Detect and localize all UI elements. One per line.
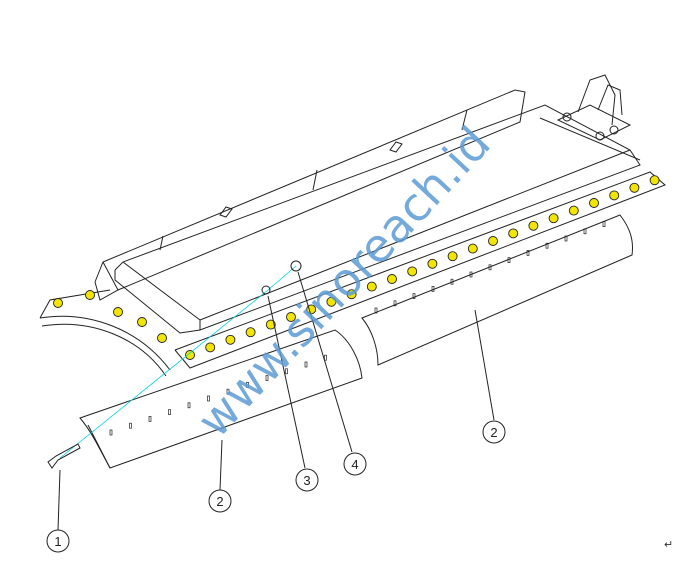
slot-mark	[168, 409, 171, 415]
svg-text:2: 2	[490, 425, 497, 440]
slot-mark	[488, 264, 492, 271]
bolt-icon	[427, 258, 438, 269]
bolt-icon	[488, 236, 498, 246]
slot-mark	[207, 395, 210, 402]
bolt-icon	[326, 296, 337, 307]
slot-mark	[109, 429, 113, 436]
bolt-icon	[185, 350, 195, 360]
bolt-icon	[205, 342, 216, 353]
slot-icon	[389, 141, 403, 153]
bolt-icon	[407, 266, 418, 277]
callout-2-right: 2	[482, 420, 506, 444]
slot-mark	[431, 286, 435, 292]
bolt-icon	[366, 281, 377, 292]
bolt-icon	[649, 175, 660, 186]
assembly-lines	[59, 265, 297, 459]
svg-text:3: 3	[303, 473, 310, 488]
bolt-icon	[265, 319, 276, 330]
bolt-icon	[286, 312, 296, 322]
slot-mark	[285, 368, 288, 375]
wear-blade-right	[361, 214, 633, 366]
slot-mark	[324, 354, 327, 361]
bolt-icon	[548, 213, 559, 224]
return-mark: ↵	[664, 539, 674, 551]
svg-text:2: 2	[216, 494, 223, 509]
slot-mark	[583, 228, 587, 235]
slot-mark	[148, 416, 152, 422]
slot-mark	[265, 375, 269, 381]
slot-mark	[545, 242, 549, 249]
slot-mark	[602, 221, 606, 227]
callout-2-left: 2	[208, 489, 232, 513]
back-plate	[94, 89, 526, 301]
bolt-icon	[113, 307, 123, 317]
slot-mark	[374, 307, 378, 314]
svg-text:1: 1	[54, 534, 61, 549]
bolt-icon	[157, 333, 167, 343]
slot-mark	[469, 271, 473, 278]
svg-text:4: 4	[351, 457, 358, 472]
bolt-icon	[137, 317, 147, 327]
nut-part	[290, 260, 302, 272]
mounting-strip	[174, 171, 666, 369]
slot-mark	[304, 361, 308, 368]
slot-mark	[187, 402, 191, 409]
callout-4: 4	[343, 452, 367, 476]
slot-mark	[450, 278, 454, 285]
bolt-icon	[528, 220, 539, 231]
slot-mark	[412, 293, 416, 299]
callout-1: 1	[46, 529, 70, 553]
bolt-icon	[225, 334, 236, 345]
bolt-row	[53, 175, 660, 360]
bolt-icon	[568, 205, 579, 216]
bolt-icon	[346, 289, 357, 300]
slot-mark	[226, 388, 230, 395]
bolt-icon	[467, 243, 478, 254]
bolt-icon	[589, 198, 599, 208]
slot-mark	[129, 422, 132, 429]
washer-part	[261, 285, 271, 295]
blade-slots	[109, 221, 606, 436]
callout-3: 3	[295, 468, 319, 492]
slot-mark	[393, 300, 397, 307]
bolt-icon	[629, 182, 640, 193]
slot-icon	[219, 206, 233, 218]
slot-mark	[564, 235, 568, 242]
bolt-icon	[85, 290, 95, 300]
bolt-icon	[508, 228, 519, 239]
slot-mark	[526, 250, 530, 256]
slot-mark	[507, 257, 511, 263]
bolt-icon	[245, 327, 256, 338]
bolt-part	[47, 443, 81, 469]
leader-lines	[57, 271, 495, 531]
bolt-icon	[447, 251, 458, 262]
slot-mark	[246, 382, 249, 388]
bolt-icon	[609, 190, 620, 201]
bolt-icon	[387, 274, 397, 284]
bolt-icon	[53, 298, 63, 308]
hinge-bracket	[556, 74, 632, 141]
main-beam	[114, 104, 641, 334]
